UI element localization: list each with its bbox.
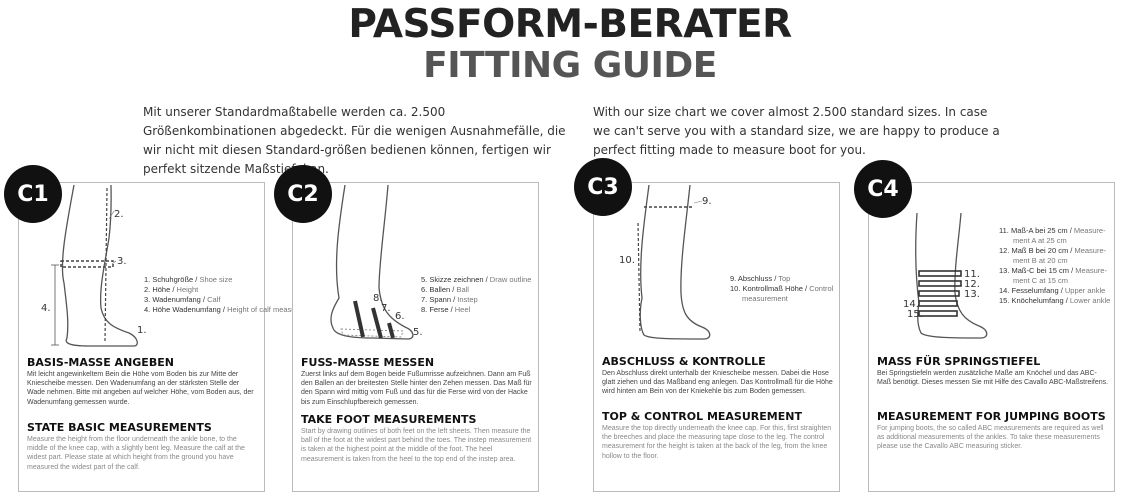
label-1: 1. — [137, 325, 147, 336]
text-de-c2: Zuerst links auf dem Bogen beide Fußumri… — [301, 371, 532, 406]
heading-de-c1: BASIS-MASSE ANGEBEN — [27, 356, 174, 369]
label-13: 13. — [964, 289, 980, 300]
legend-c3: 9. Abschluss / Top 10. Kontrollmaß Höhe … — [730, 274, 833, 304]
legend-c2: 5. Skizze zeichnen / Draw outline 6. Bal… — [421, 275, 531, 315]
label-2: 2. — [114, 209, 124, 220]
label-6: 6. — [395, 311, 405, 322]
label-14: 14. — [903, 299, 919, 310]
badge-c1: C1 — [4, 165, 62, 223]
label-3: 3. — [117, 256, 127, 267]
text-en-c2: Start by drawing outlines of both feet o… — [301, 428, 532, 463]
intro-en: With our size chart we cover almost 2.50… — [593, 105, 1000, 157]
legend-item: measurement — [742, 294, 788, 303]
label-11: 11. — [964, 269, 980, 280]
intro-de: Mit unserer Standardmaßtabelle werden ca… — [143, 105, 566, 176]
legend-item: 9. Abschluss / Top — [730, 274, 791, 283]
title-de: PASSFORM-BERATER — [348, 2, 792, 47]
foot-illustration-c2: 8. 7. 6. 5. — [330, 184, 423, 340]
text-de-c4: Bei Springstiefeln werden zusätzliche Ma… — [877, 370, 1109, 387]
label-7: 7. — [381, 303, 391, 314]
heading-de-c3: ABSCHLUSS & KONTROLLE — [602, 355, 766, 368]
legend-item: 13. Maß-C bei 15 cm / Measure- — [999, 266, 1107, 275]
leg-illustration-c4: 11. 12. 13. 14. 15. — [903, 212, 988, 339]
legend-item: 14. Fesselumfang / Upper ankle — [999, 286, 1106, 295]
legend-item: 4. Höhe Wadenumfang / Height of calf mea… — [144, 305, 319, 314]
heading-en-c4: MEASUREMENT FOR JUMPING BOOTS — [877, 410, 1106, 423]
legend-item: 12. Maß B bei 20 cm / Measure- — [999, 246, 1107, 255]
legend-item: 10. Kontrollmaß Höhe / Control — [730, 284, 834, 293]
text-en-c3: Measure the top directly underneath the … — [602, 425, 832, 460]
text-de-c3: Den Abschluss direkt unterhalb der Knies… — [602, 370, 833, 396]
legend-c4: 11. Maß-A bei 25 cm / Measure- ment A at… — [999, 226, 1110, 306]
text-de-c1: Mit leicht angewinkeltem Bein die Höhe v… — [27, 371, 254, 406]
heading-de-c2: FUSS-MASSE MESSEN — [301, 356, 435, 369]
legend-item: ment C at 15 cm — [1013, 276, 1069, 285]
title-en: FITTING GUIDE — [423, 45, 717, 86]
label-10: 10. — [619, 255, 635, 266]
legend-item: ment B at 20 cm — [1013, 256, 1068, 265]
legend-item: 8. Ferse / Heel — [421, 305, 471, 314]
legend-item: 6. Ballen / Ball — [421, 285, 469, 294]
leg-illustration-c3: 9. 10. — [619, 184, 712, 340]
badge-c4: C4 — [854, 160, 912, 218]
panel-c4: 11. 12. 13. 14. 15. 11. Maß-A bei 25 cm … — [868, 182, 1115, 492]
legend-c1: 1. Schuhgröße / Shoe size 2. Höhe / Heig… — [144, 275, 319, 315]
panel-c2: 8. 7. 6. 5. 5. Skizze zeichnen / Draw ou… — [292, 182, 539, 492]
heading-de-c4: MASS FÜR SPRINGSTIEFEL — [877, 355, 1041, 368]
text-en-c4: For jumping boots, the so called ABC mea… — [877, 425, 1104, 451]
panel-c1: 1. 2. 3. 4. 1. Schuhgröße / Shoe size 2.… — [18, 182, 319, 492]
label-9: 9. — [702, 196, 712, 207]
heading-en-c1: STATE BASIC MEASUREMENTS — [27, 421, 212, 434]
label-4: 4. — [41, 303, 51, 314]
legend-item: 3. Wadenumfang / Calf — [144, 295, 221, 304]
label-12: 12. — [964, 279, 980, 290]
text-en-c1: Measure the height from the floor undern… — [27, 436, 245, 471]
heading-en-c3: TOP & CONTROL MEASUREMENT — [602, 410, 802, 423]
heading-en-c2: TAKE FOOT MEASUREMENTS — [301, 413, 477, 426]
label-15: 15. — [907, 309, 923, 320]
legend-item: 11. Maß-A bei 25 cm / Measure- — [999, 226, 1106, 235]
panel-c3: 9. 10. 9. Abschluss / Top 10. Kontrollma… — [593, 182, 840, 492]
legend-item: 5. Skizze zeichnen / Draw outline — [421, 275, 532, 284]
label-8: 8. — [373, 293, 383, 304]
leg-illustration-c1: 1. 2. 3. 4. — [41, 184, 147, 347]
badge-c3: C3 — [574, 158, 632, 216]
legend-item: 7. Spann / Instep — [421, 295, 478, 304]
legend-item: 2. Höhe / Height — [144, 285, 199, 294]
legend-item: 15. Knöchelumfang / Lower ankle — [999, 296, 1111, 305]
badge-c2: C2 — [274, 165, 332, 223]
legend-item: ment A at 25 cm — [1013, 236, 1067, 245]
label-5: 5. — [413, 327, 423, 338]
legend-item: 1. Schuhgröße / Shoe size — [144, 275, 233, 284]
